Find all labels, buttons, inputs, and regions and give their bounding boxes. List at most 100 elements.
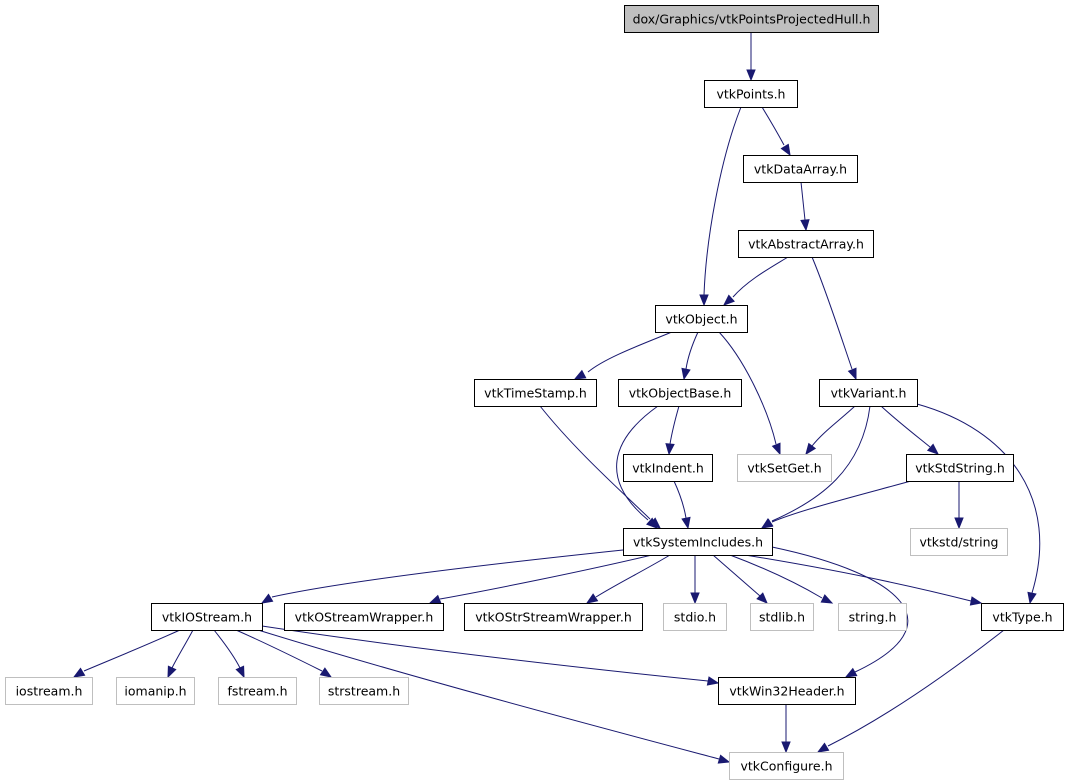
edge-iostream-to-iostreamh bbox=[72, 629, 181, 678]
edge-line bbox=[916, 403, 1041, 594]
arrowhead bbox=[235, 665, 245, 679]
edge-systemincludes-to-ostreamwrapper bbox=[428, 554, 653, 604]
edges-layer bbox=[72, 32, 1041, 764]
edge-stdstring-to-systemincludes bbox=[760, 480, 912, 529]
edge-iostream-to-strstream bbox=[235, 629, 333, 678]
edge-line bbox=[439, 554, 653, 600]
node-ostrstreamwrapper[interactable]: vtkOStrStreamWrapper.h bbox=[464, 603, 643, 631]
node-indent[interactable]: vtkIndent.h bbox=[623, 454, 713, 482]
edge-line bbox=[673, 480, 687, 519]
arrowhead bbox=[319, 667, 333, 678]
edge-objectbase-to-systemincludes bbox=[616, 405, 659, 529]
edge-line bbox=[685, 331, 699, 370]
edge-line bbox=[616, 405, 659, 521]
node-box bbox=[319, 677, 409, 705]
node-object[interactable]: vtkObject.h bbox=[655, 305, 748, 333]
edge-root-to-points bbox=[746, 32, 756, 82]
node-box bbox=[474, 379, 597, 407]
node-box bbox=[910, 528, 1008, 556]
arrowhead bbox=[760, 518, 774, 529]
arrowhead bbox=[969, 596, 983, 606]
nodes-layer: dox/Graphics/vtkPointsProjectedHull.h vtk… bbox=[5, 5, 1064, 780]
node-stdstring[interactable]: vtkStdString.h bbox=[906, 454, 1014, 482]
arrowhead bbox=[717, 754, 731, 764]
edge-points-to-dataarray bbox=[761, 106, 791, 157]
arrowhead bbox=[706, 676, 720, 686]
edge-object-to-objectbase bbox=[681, 331, 699, 381]
node-label: vtkTimeStamp.h bbox=[484, 386, 587, 401]
node-systemincludes[interactable]: vtkSystemIncludes.h bbox=[623, 528, 773, 556]
arrowhead bbox=[844, 667, 858, 678]
arrowhead bbox=[780, 143, 791, 157]
edge-systemincludes-to-ostrstreamwrapper bbox=[585, 554, 671, 604]
edge-iostream-to-fstream bbox=[213, 629, 245, 679]
edge-line bbox=[171, 629, 194, 669]
edge-indent-to-systemincludes bbox=[673, 480, 691, 530]
arrowhead bbox=[681, 367, 691, 381]
node-objectbase[interactable]: vtkObjectBase.h bbox=[618, 379, 742, 407]
arrowhead bbox=[699, 294, 709, 307]
edge-line bbox=[235, 629, 323, 672]
arrowhead bbox=[805, 442, 817, 456]
arrowhead bbox=[816, 742, 830, 753]
edge-line bbox=[261, 625, 709, 682]
arrowhead bbox=[167, 665, 177, 679]
edge-systemincludes-to-type bbox=[744, 554, 983, 606]
node-label: iostream.h bbox=[16, 684, 83, 699]
edge-abstractarray-to-object bbox=[722, 256, 789, 306]
node-label: stdio.h bbox=[674, 610, 716, 625]
node-box bbox=[623, 528, 773, 556]
edge-dataarray-to-abstractarray bbox=[800, 181, 810, 232]
node-ostreamwrapper[interactable]: vtkOStreamWrapper.h bbox=[284, 603, 444, 631]
node-label: strstream.h bbox=[328, 684, 400, 699]
arrowhead bbox=[800, 219, 810, 232]
node-box bbox=[750, 603, 814, 631]
edge-object-to-setget bbox=[718, 331, 781, 456]
node-box bbox=[464, 603, 643, 631]
edge-line bbox=[771, 480, 912, 523]
node-label: vtkObject.h bbox=[665, 312, 737, 327]
node-points[interactable]: vtkPoints.h bbox=[704, 80, 798, 108]
arrowhead bbox=[72, 667, 86, 678]
arrowhead bbox=[646, 517, 659, 529]
node-abstractarray[interactable]: vtkAbstractArray.h bbox=[738, 230, 874, 258]
arrowhead bbox=[746, 69, 756, 82]
edge-iostream-to-configure bbox=[257, 629, 731, 764]
edge-line bbox=[539, 405, 651, 520]
node-label: vtkSetGet.h bbox=[747, 461, 821, 476]
arrowhead bbox=[771, 442, 781, 456]
node-type[interactable]: vtkType.h bbox=[981, 603, 1064, 631]
arrowhead bbox=[428, 594, 442, 604]
node-box bbox=[663, 603, 727, 631]
edge-systemincludes-to-iostream bbox=[260, 549, 624, 604]
arrowhead bbox=[722, 294, 735, 306]
edge-line bbox=[712, 554, 761, 597]
edge-line bbox=[703, 106, 742, 296]
arrowhead bbox=[585, 593, 599, 604]
node-box bbox=[284, 603, 444, 631]
edge-line bbox=[587, 331, 673, 373]
node-dataarray[interactable]: vtkDataArray.h bbox=[743, 155, 858, 183]
node-label: vtkstd/string bbox=[920, 535, 999, 550]
edge-abstractarray-to-variant bbox=[811, 256, 857, 381]
arrowhead bbox=[260, 593, 274, 604]
edge-line bbox=[271, 549, 624, 598]
node-box bbox=[704, 80, 798, 108]
node-box bbox=[116, 677, 195, 705]
node-root[interactable]: dox/Graphics/vtkPointsProjectedHull.h bbox=[624, 5, 879, 33]
node-box bbox=[151, 603, 263, 631]
arrowhead bbox=[926, 443, 940, 455]
node-win32header[interactable]: vtkWin32Header.h bbox=[718, 677, 856, 705]
node-label: vtkOStrStreamWrapper.h bbox=[475, 610, 632, 625]
edge-systemincludes-to-stdlib bbox=[712, 554, 768, 604]
edge-line bbox=[761, 106, 785, 146]
node-setget: vtkSetGet.h bbox=[737, 454, 832, 482]
node-variant[interactable]: vtkVariant.h bbox=[819, 379, 918, 407]
edge-iostream-to-iomanip bbox=[167, 629, 194, 679]
node-iostream[interactable]: vtkIOStream.h bbox=[151, 603, 263, 631]
edge-type-to-configure bbox=[816, 629, 1005, 753]
edge-line bbox=[771, 405, 871, 522]
node-string: string.h bbox=[838, 603, 907, 631]
node-timestamp[interactable]: vtkTimeStamp.h bbox=[474, 379, 597, 407]
